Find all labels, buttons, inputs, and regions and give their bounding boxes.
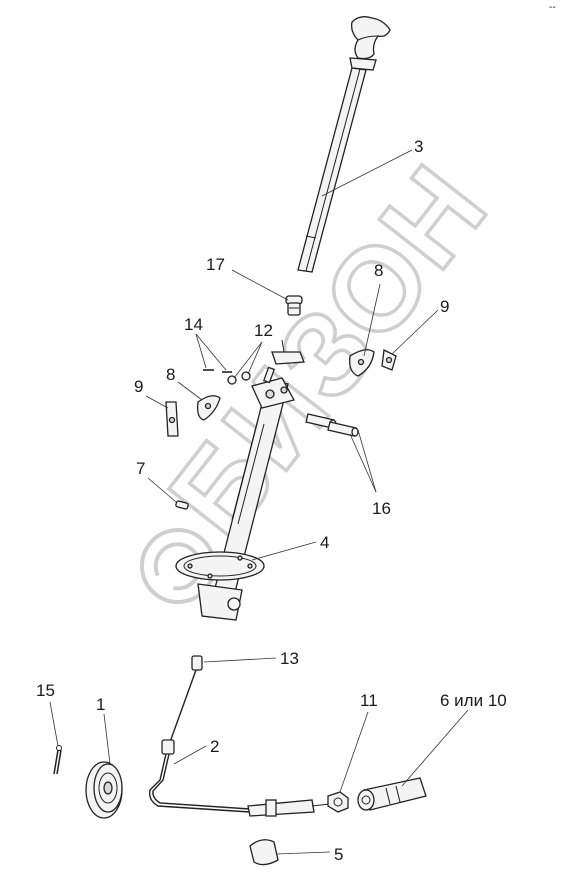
label-11: 11	[360, 691, 378, 710]
label-7: 7	[136, 459, 145, 478]
label-16: 16	[372, 499, 391, 518]
label-8-right: 8	[374, 261, 383, 280]
label-13: 13	[280, 649, 299, 668]
part-5-end-cap	[249, 839, 279, 866]
label-14: 14	[184, 315, 203, 334]
part-16-pins	[305, 413, 359, 437]
label-1: 1	[96, 695, 105, 714]
part-8-latch-left	[196, 395, 221, 421]
label-9-left: 9	[134, 377, 143, 396]
part-6-10-fork	[357, 777, 427, 811]
label-2: 2	[210, 737, 219, 756]
label-5: 5	[334, 845, 343, 864]
label-4: 4	[320, 533, 329, 552]
label-12: 12	[254, 321, 273, 340]
part-9-clip-left	[165, 401, 179, 437]
part-14-pins	[203, 369, 232, 373]
part-4-column-plate	[175, 377, 295, 621]
part-1-pulley	[85, 761, 123, 819]
part-15-split-pin	[53, 745, 62, 775]
label-17: 17	[206, 255, 225, 274]
part-12-washers	[227, 371, 251, 385]
part-2-rod	[148, 669, 331, 817]
upper-bracket	[262, 339, 305, 384]
part-17-bushing	[285, 295, 303, 316]
part-8-latch-right	[349, 349, 375, 377]
label-9-right: 9	[440, 297, 449, 316]
label-8-left: 8	[166, 365, 175, 384]
part-labels: 3 17 8 9 14 12 8 9 7 16 4 13 15 1 11 6 и…	[36, 137, 507, 864]
label-15: 15	[36, 681, 55, 700]
part-13-sleeve	[191, 655, 203, 671]
part-11-nut	[327, 791, 349, 813]
leader-lines	[49, 149, 469, 855]
label-6-10: 6 или 10	[440, 691, 507, 710]
label-3: 3	[414, 137, 423, 156]
part-9-clip-right	[381, 349, 397, 371]
part-7-pin	[175, 500, 189, 510]
corner-mark: --	[549, 2, 556, 13]
part-3-handle-shaft	[297, 16, 391, 273]
